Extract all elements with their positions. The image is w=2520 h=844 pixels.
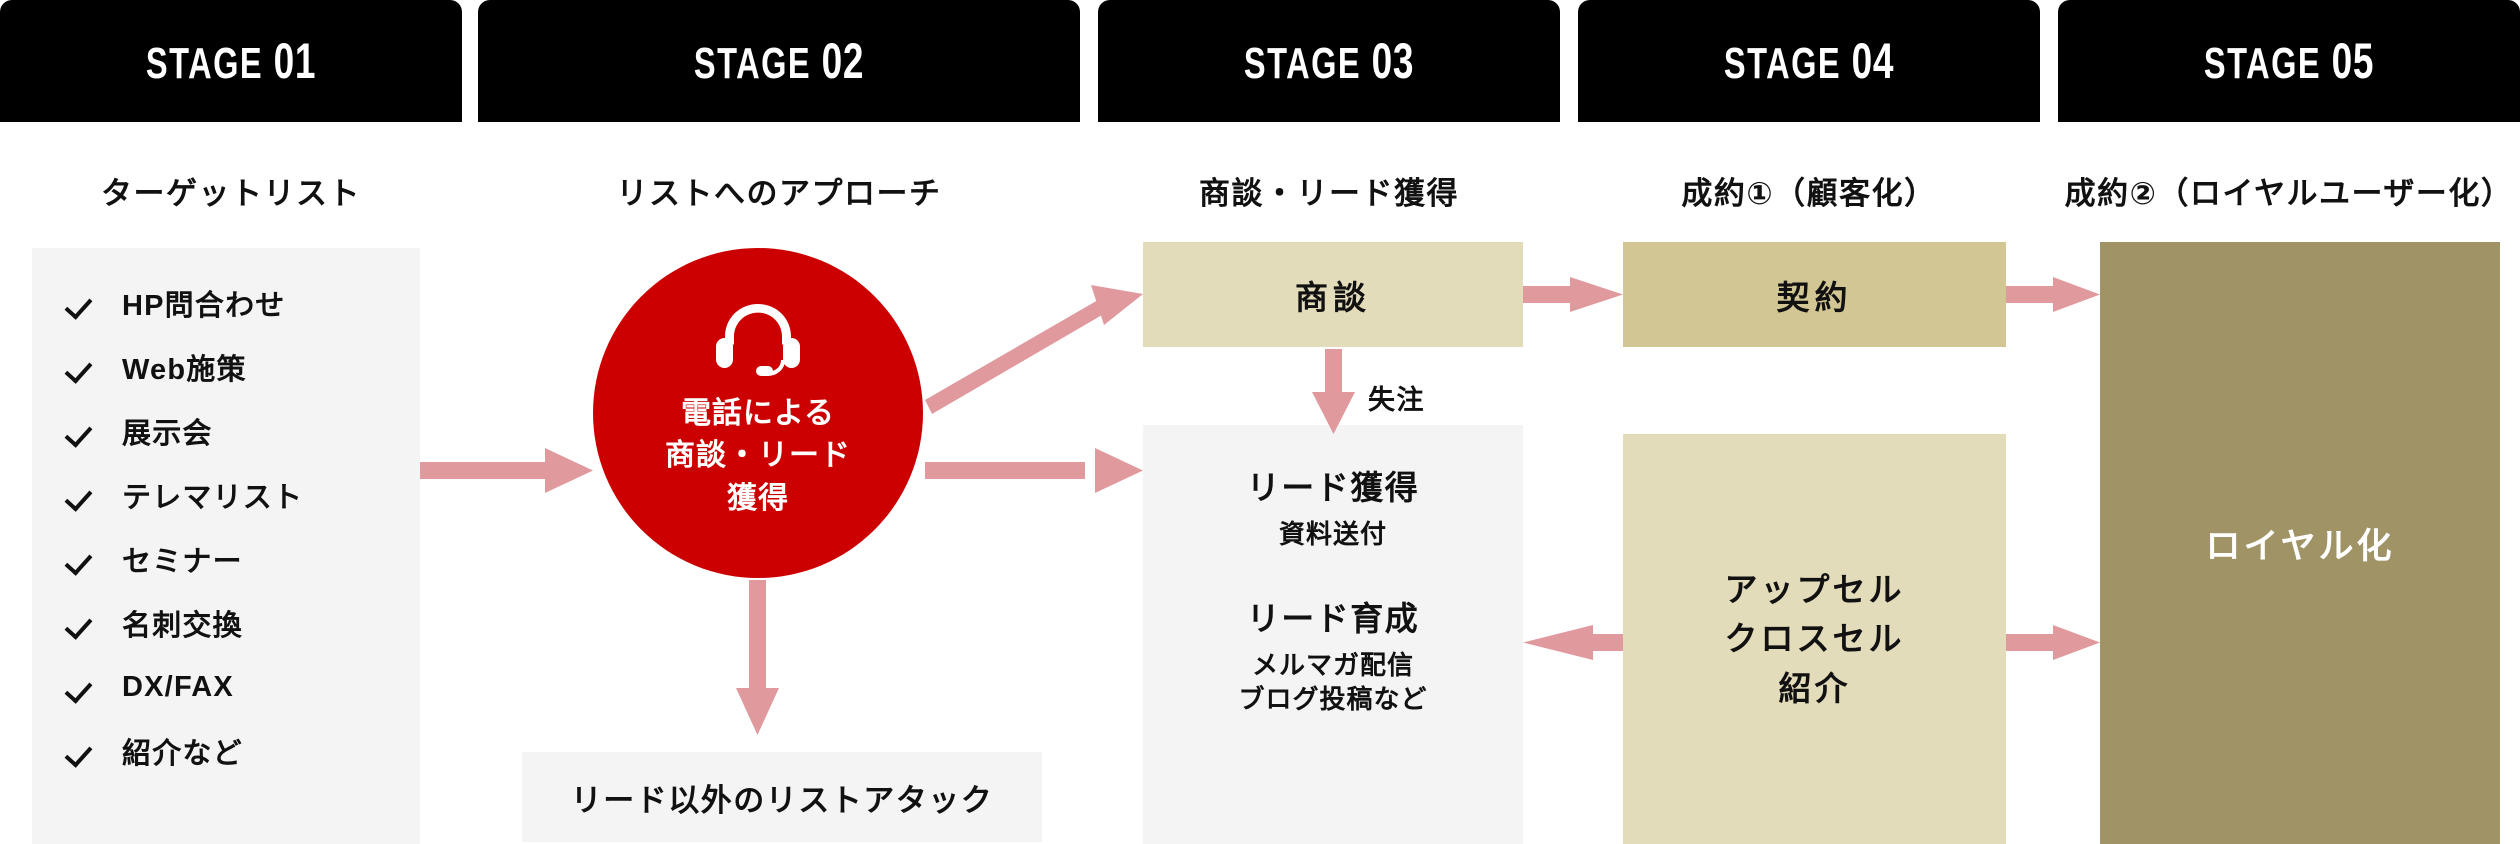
arrow-targetlist-to-circle: [420, 448, 593, 493]
stage-header-03: STAGE 03: [1098, 0, 1560, 122]
stage-caption-04: 成約①（顧客化）: [1681, 176, 1937, 211]
list-item-label: 展示会: [122, 418, 213, 450]
list-item-label: セミナー: [122, 546, 243, 578]
headset-icon: [712, 300, 804, 381]
list-item: HP問合わせ: [68, 278, 303, 328]
lead-spacer: [1143, 552, 1523, 598]
phone-approach-circle: 電話による 商談・リード 獲得: [593, 248, 923, 578]
list-item-label: テレマリスト: [122, 482, 304, 514]
loss-order-label: 失注: [1368, 385, 1425, 415]
upsell-label: アップセル クロスセル 紹介: [1724, 570, 1905, 707]
arrow-circle-to-listattack: [736, 580, 779, 735]
list-attack-box: リード以外のリストアタック: [522, 752, 1042, 842]
list-item-label: Web施策: [122, 354, 247, 386]
check-icon: [68, 672, 98, 702]
stage-header-label-03: STAGE 03: [1244, 32, 1414, 90]
lead-acquire-sub: 資料送付: [1278, 519, 1387, 550]
list-item: テレマリスト: [68, 470, 303, 520]
stage-header-04: STAGE 04: [1578, 0, 2040, 122]
loyal-label: ロイヤル化: [2205, 526, 2395, 566]
negotiation-label: 商談: [1295, 278, 1371, 316]
check-icon: [68, 480, 98, 510]
list-item-label: HP問合わせ: [122, 290, 286, 322]
stage-header-label-05: STAGE 05: [2204, 32, 2374, 90]
list-item: 名刺交換: [68, 598, 303, 648]
stage-prefix-02: STAGE: [693, 39, 811, 88]
stage-header-label-04: STAGE 04: [1724, 32, 1894, 90]
stage-caption-01: ターゲットリスト: [101, 176, 361, 211]
arrow-circle-to-negotiation: [925, 285, 1143, 414]
upsell-box: アップセル クロスセル 紹介: [1623, 434, 2006, 844]
stage-header-05: STAGE 05: [2058, 0, 2520, 122]
check-icon: [68, 352, 98, 382]
stage-prefix-04: STAGE: [1723, 39, 1841, 88]
contract-box: 契約: [1623, 242, 2006, 347]
list-item: 紹介など: [68, 726, 303, 776]
list-attack-label: リード以外のリストアタック: [570, 782, 994, 818]
lead-nurture-sub: メルマガ配信 ブログ投稿など: [1238, 649, 1428, 715]
list-item-label: DX/FAX: [122, 670, 234, 703]
arrow-circle-to-lead: [925, 448, 1143, 493]
check-icon: [68, 736, 98, 766]
arrow-upsell-to-lead: [1523, 625, 1623, 660]
lead-box: リード獲得 資料送付 リード育成 メルマガ配信 ブログ投稿など: [1143, 425, 1523, 844]
lead-nurture-title: リード育成: [1246, 599, 1420, 637]
circle-text: 電話による 商談・リード 獲得: [665, 396, 851, 515]
stage-prefix-05: STAGE: [2203, 39, 2321, 88]
check-icon: [68, 288, 98, 318]
stage-number-03: 03: [1371, 33, 1415, 89]
stage-header-label-01: STAGE 01: [146, 32, 316, 90]
stage-number-04: 04: [1851, 33, 1895, 89]
stage-prefix-03: STAGE: [1243, 39, 1361, 88]
list-item-label: 名刺交換: [122, 610, 243, 642]
list-item: DX/FAX: [68, 662, 303, 712]
target-list-checklist: HP問合わせ Web施策 展示会 テレマリスト セミナー 名刺交換 DX/FAX: [68, 278, 303, 776]
stage-caption-05: 成約②（ロイヤルユーザー化）: [2064, 176, 2514, 211]
check-icon: [68, 416, 98, 446]
negotiation-box: 商談: [1143, 242, 1523, 347]
arrow-contract-to-loyal: [2006, 277, 2100, 312]
list-item: セミナー: [68, 534, 303, 584]
stage-header-01: STAGE 01: [0, 0, 462, 122]
stage-caption-02: リストへのアプローチ: [616, 176, 942, 211]
stage-caption-03: 商談・リード獲得: [1199, 176, 1459, 211]
stage-header-label-02: STAGE 02: [694, 32, 864, 90]
list-item: Web施策: [68, 342, 303, 392]
list-item: 展示会: [68, 406, 303, 456]
arrow-negotiation-to-contract: [1523, 277, 1623, 312]
stage-number-02: 02: [821, 33, 865, 89]
stage-prefix-01: STAGE: [145, 39, 263, 88]
list-item-label: 紹介など: [122, 738, 243, 770]
check-icon: [68, 608, 98, 638]
check-icon: [68, 544, 98, 574]
lead-acquire-title: リード獲得: [1246, 469, 1420, 506]
contract-label: 契約: [1776, 278, 1853, 316]
arrow-negotiation-to-lead: [1312, 349, 1355, 434]
arrow-upsell-to-loyal: [2006, 625, 2100, 660]
stage-header-02: STAGE 02: [478, 0, 1080, 122]
stage-number-01: 01: [273, 33, 317, 89]
loyal-box: ロイヤル化: [2100, 242, 2500, 844]
stage-number-05: 05: [2331, 33, 2375, 89]
